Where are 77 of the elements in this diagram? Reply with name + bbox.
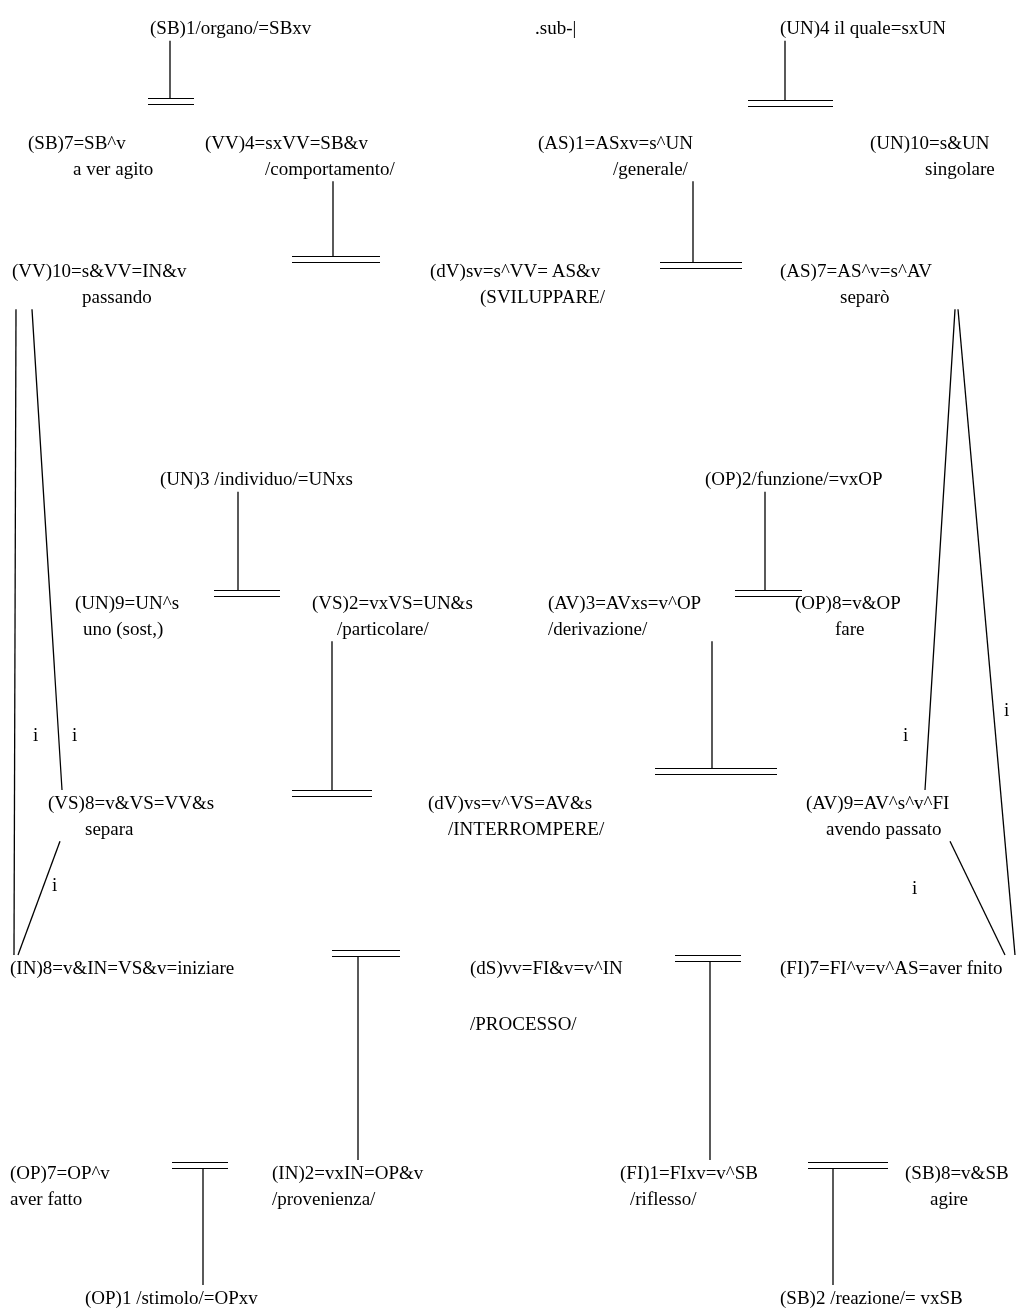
- formula-text: (AV)3=AVxs=v^OP: [548, 591, 702, 615]
- gloss-text: fare: [835, 616, 865, 641]
- connector-line: [957, 308, 1016, 956]
- double-line-symbol: [148, 98, 194, 105]
- double-line-symbol: [675, 955, 741, 962]
- connector-line: [692, 180, 694, 263]
- connector-line: [237, 491, 239, 591]
- formula-text: (FI)7=FI^v=v^AS=aver fnito: [780, 956, 1003, 980]
- connector-line: [357, 956, 359, 1161]
- connector-line: [709, 961, 711, 1161]
- connector-line: [202, 1168, 204, 1286]
- double-line-symbol: [660, 262, 742, 269]
- double-line-symbol: [292, 256, 380, 263]
- connector-line: [832, 1168, 834, 1286]
- gloss-text: /provenienza/: [272, 1186, 376, 1211]
- double-line-symbol: [735, 590, 802, 597]
- connector-line: [332, 180, 334, 257]
- connector-line: [331, 640, 333, 791]
- formula-text: (OP)7=OP^v: [10, 1161, 110, 1185]
- double-line-symbol: [172, 1162, 228, 1169]
- formula-text: (SB)7=SB^v: [28, 131, 126, 155]
- connector-line: [711, 640, 713, 769]
- double-line-symbol: [748, 100, 833, 107]
- double-line-symbol: [292, 790, 372, 797]
- gloss-text: /generale/: [613, 156, 688, 181]
- formula-text: (VS)2=vxVS=UN&s: [312, 591, 473, 615]
- formula-text: (VV)4=sxVV=SB&v: [205, 131, 368, 155]
- double-line-symbol: [808, 1162, 888, 1169]
- formula-text: (IN)2=vxIN=OP&v: [272, 1161, 424, 1185]
- gloss-text: singolare: [925, 156, 995, 181]
- gloss-text: agire: [930, 1186, 968, 1211]
- gloss-text: /particolare/: [337, 616, 429, 641]
- double-line-symbol: [214, 590, 280, 597]
- formula-text: (OP)1 /stimolo/=OPxv: [85, 1286, 258, 1308]
- gloss-text: /comportamento/: [265, 156, 395, 181]
- connector-line: [17, 840, 61, 956]
- formula-text: (VS)8=v&VS=VV&s: [48, 791, 215, 815]
- gloss-text: aver fatto: [10, 1186, 83, 1211]
- connector-line: [764, 491, 766, 591]
- formula-text: (dV)sv=s^VV= AS&v: [430, 259, 601, 283]
- connector-line: [949, 840, 1006, 956]
- connector-line: [169, 40, 171, 99]
- connector-line: [31, 308, 63, 791]
- gloss-text: /derivazione/: [548, 616, 648, 641]
- formula-text: (AS)1=ASxv=s^UN: [538, 131, 693, 155]
- formula-text: (UN)3 /individuo/=UNxs: [160, 467, 353, 491]
- double-line-symbol: [332, 950, 400, 957]
- formula-text: (UN)9=UN^s: [75, 591, 180, 615]
- formula-text: (AS)7=AS^v=s^AV: [780, 259, 932, 283]
- formula-text: (OP)2/funzione/=vxOP: [705, 467, 883, 491]
- gloss-text: uno (sost,): [83, 616, 164, 641]
- formula-text: (AV)9=AV^s^v^FI: [806, 791, 950, 815]
- note-text: .sub-|: [535, 16, 577, 40]
- gloss-text: /PROCESSO/: [470, 1011, 577, 1036]
- gloss-text: separa: [85, 816, 134, 841]
- formula-text: (UN)4 il quale=sxUN: [780, 16, 946, 40]
- connector-line: [924, 308, 956, 791]
- formula-text: (VV)10=s&VV=IN&v: [12, 259, 187, 283]
- formula-text: (dS)vv=FI&v=v^IN: [470, 956, 623, 980]
- formula-text: (SB)2 /reazione/= vxSB: [780, 1286, 963, 1308]
- formula-text: (dV)vs=v^VS=AV&s: [428, 791, 593, 815]
- gloss-text: passando: [82, 284, 152, 309]
- formula-text: (IN)8=v&IN=VS&v=iniziare: [10, 956, 235, 980]
- formula-text: (OP)8=v&OP: [795, 591, 901, 615]
- formula-text: (UN)10=s&UN: [870, 131, 990, 155]
- gloss-text: avendo passato: [826, 816, 942, 841]
- connector-line: [13, 308, 17, 956]
- gloss-text: (SVILUPPARE/: [480, 284, 605, 309]
- formula-text: (SB)8=v&SB: [905, 1161, 1009, 1185]
- formula-text: (FI)1=FIxv=v^SB: [620, 1161, 759, 1185]
- gloss-text: a ver agito: [73, 156, 154, 181]
- gloss-text: /INTERROMPERE/: [448, 816, 605, 841]
- gloss-text: /riflesso/: [630, 1186, 697, 1211]
- formula-text: (SB)1/organo/=SBxv: [150, 16, 312, 40]
- connector-line: [784, 40, 786, 101]
- double-line-symbol: [655, 768, 777, 775]
- gloss-text: separò: [840, 284, 890, 309]
